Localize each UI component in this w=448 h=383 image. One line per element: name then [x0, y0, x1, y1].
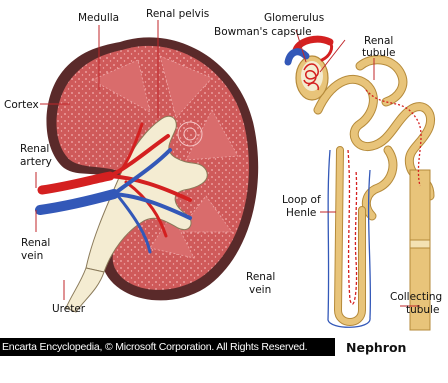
credit-bar: Encarta Encyclopedia, © Microsoft Corpor… — [0, 338, 335, 356]
label-ureter: Ureter — [52, 303, 86, 315]
credit-text: Encarta Encyclopedia, © Microsoft Corpor… — [2, 338, 307, 356]
nephron-title: Nephron — [346, 338, 406, 358]
kidney-illustration — [40, 37, 258, 312]
label-collecting-tubule-line2: tubule — [406, 304, 439, 316]
label-bowmans-capsule: Bowman's capsule — [214, 26, 312, 38]
label-renal-pelvis: Renal pelvis — [146, 8, 209, 20]
label-medulla: Medulla — [78, 12, 119, 24]
label-renal-tubule-line1: Renal — [364, 35, 393, 47]
label-loop-of-henle-line2: Henle — [286, 207, 316, 219]
label-renal-vein-left-line1: Renal — [21, 237, 50, 249]
label-renal-vein-left-line2: vein — [21, 250, 43, 262]
label-glomerulus: Glomerulus — [264, 12, 324, 24]
nephron-illustration — [288, 39, 431, 330]
label-renal-artery-line2: artery — [20, 156, 52, 168]
label-loop-of-henle-line1: Loop of — [282, 194, 321, 206]
label-renal-tubule-line2: tubule — [362, 47, 395, 59]
label-collecting-tubule-line1: Collecting — [390, 291, 442, 303]
label-renal-artery-line1: Renal — [20, 143, 49, 155]
label-renal-vein-mid-line1: Renal — [246, 271, 275, 283]
label-cortex: Cortex — [4, 99, 39, 111]
label-renal-vein-mid-line2: vein — [249, 284, 271, 296]
